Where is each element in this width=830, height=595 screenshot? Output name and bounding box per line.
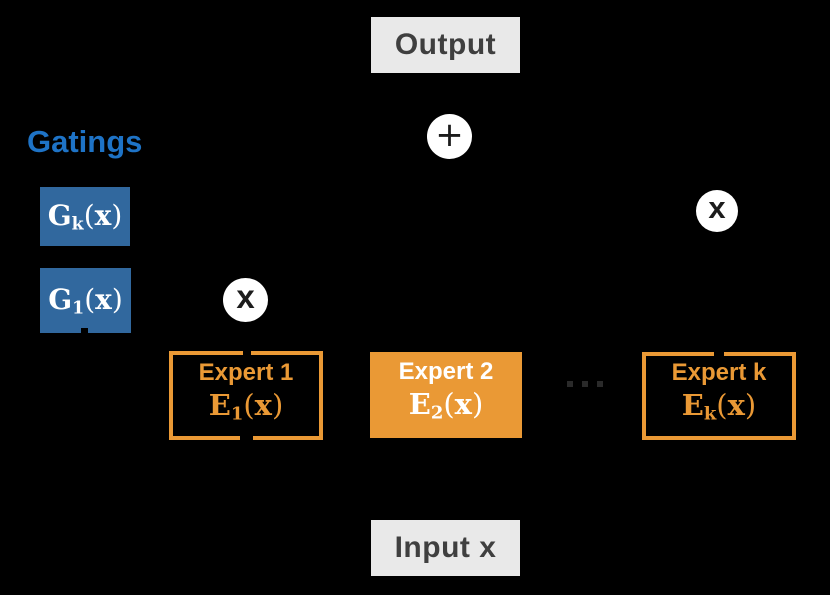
- output-box: Output: [371, 17, 520, 73]
- expert-1-math: E1(x): [208, 387, 284, 425]
- multiply-node-left: x: [223, 278, 268, 322]
- gating-box-1: G1(x): [40, 268, 131, 333]
- ellipsis-dot: [597, 381, 603, 387]
- gating-box-k: Gk(x): [40, 187, 130, 246]
- arrow-notch: [81, 328, 88, 333]
- arrow-notch: [243, 349, 251, 356]
- multiply-icon: x: [708, 189, 726, 225]
- arrow-notch: [714, 349, 724, 356]
- ellipsis-dot: [582, 381, 588, 387]
- ellipsis-dot: [567, 381, 573, 387]
- expert-1-box: Expert 1 E1(x): [169, 351, 323, 440]
- input-label: Input x: [394, 531, 497, 564]
- expert-2-title: Expert 2: [398, 358, 494, 386]
- multiply-icon: x: [236, 277, 255, 315]
- arrow-notch: [35, 211, 40, 217]
- gatings-heading: Gatings: [27, 124, 143, 159]
- expert-2-box: Expert 2 E2(x): [370, 352, 522, 438]
- expert-k-math: Ek(x): [681, 388, 757, 425]
- input-box: Input x: [371, 520, 520, 576]
- sum-node: +: [427, 114, 472, 159]
- multiply-node-right: x: [696, 190, 738, 232]
- output-label: Output: [394, 28, 497, 61]
- gating-1-math: G1(x): [48, 282, 123, 319]
- expert-k-box: Expert k Ek(x): [642, 352, 796, 440]
- expert-k-title: Expert k: [671, 359, 767, 387]
- plus-icon: +: [435, 115, 464, 155]
- expert-2-math: E2(x): [408, 387, 484, 424]
- ellipsis: [567, 381, 603, 387]
- expert-1-title: Expert 1: [198, 358, 294, 386]
- arrow-notch: [240, 434, 253, 440]
- gating-k-math: Gk(x): [47, 198, 123, 235]
